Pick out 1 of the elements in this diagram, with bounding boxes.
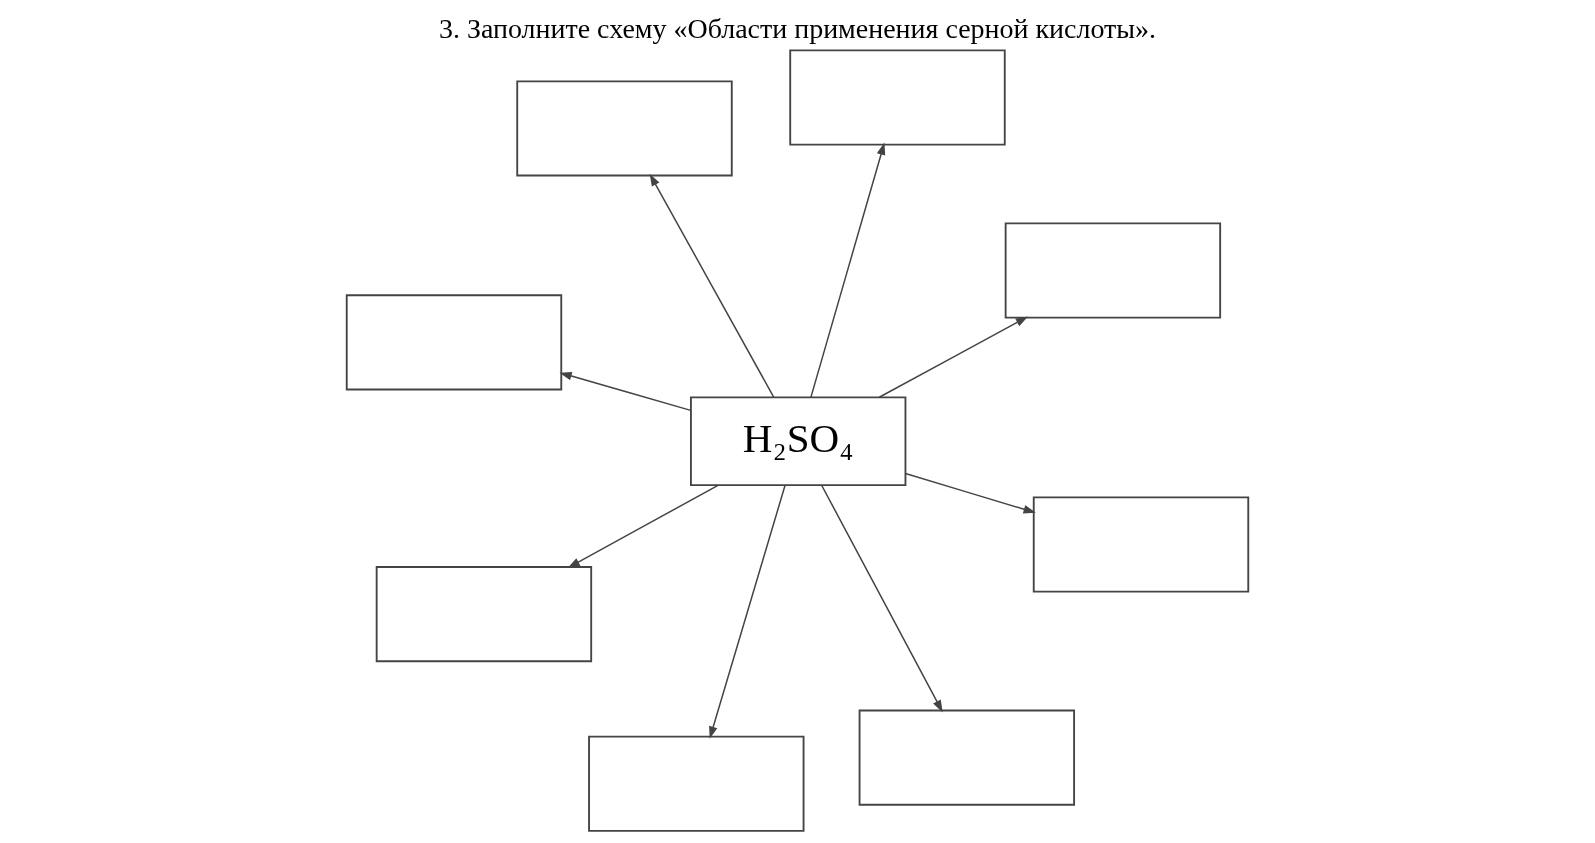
- diagram-title: 3. Заполните схему «Области применения серной кислоты».: [438, 13, 1157, 45]
